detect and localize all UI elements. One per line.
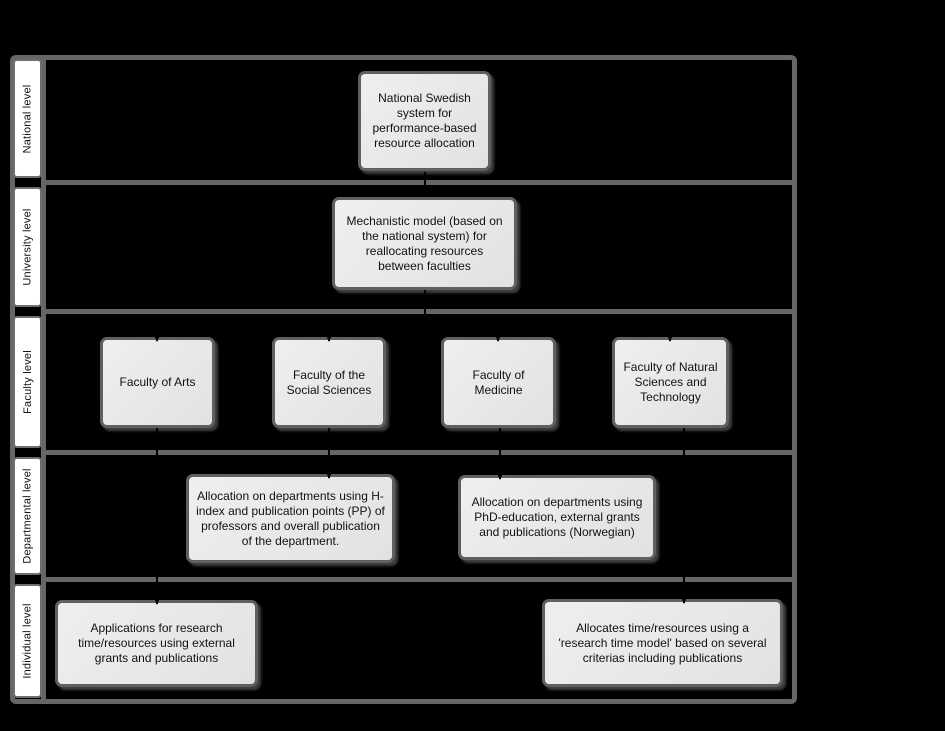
row-label-individual-level: Individual level (13, 584, 42, 698)
row-divider-2 (44, 309, 797, 314)
faculty-medicine-box: Faculty of Medicine (441, 337, 556, 428)
faculty-arts-box: Faculty of Arts (100, 337, 215, 428)
dept-allocation-hindex-box: Allocation on departments using H-index … (186, 474, 395, 563)
row-divider-4 (44, 577, 797, 582)
row-label-text: University level (21, 208, 34, 286)
row-label-text: Individual level (21, 603, 34, 679)
row-label-text: National level (21, 84, 34, 153)
faculty-natural-sciences-box: Faculty of Natural Sciences and Technolo… (612, 337, 729, 428)
label-column-separator (41, 57, 46, 702)
row-label-national-level: National level (13, 59, 42, 178)
national-system-box: National Swedish system for performance-… (358, 71, 491, 171)
individual-research-time-model-box: Allocates time/resources using a 'resear… (542, 599, 783, 687)
row-divider-1 (44, 180, 797, 185)
dept-allocation-phd-box: Allocation on departments using PhD-educ… (458, 475, 656, 560)
row-divider-3 (44, 450, 797, 455)
faculty-social-sciences-box: Faculty of the Social Sciences (272, 337, 386, 428)
row-label-university-level: University level (13, 187, 42, 307)
row-label-text: Faculty level (21, 350, 34, 414)
row-label-faculty-level: Faculty level (13, 316, 42, 448)
matrix-frame (10, 55, 797, 704)
mechanistic-model-box: Mechanistic model (based on the national… (332, 197, 517, 290)
individual-applications-box: Applications for research time/resources… (55, 600, 258, 687)
row-label-departmental-level: Departmental level (13, 457, 42, 575)
row-label-text: Departmental level (21, 468, 34, 564)
